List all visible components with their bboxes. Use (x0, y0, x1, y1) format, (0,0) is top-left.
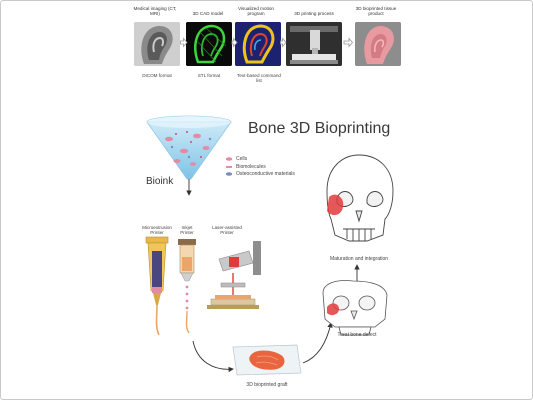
motion-program-image (235, 22, 281, 66)
maturation-label: Maturation and integration (329, 256, 389, 262)
step-3-format: Text-based command list (237, 73, 281, 84)
legend-biomolecules: Biomolecules (236, 164, 266, 170)
laser-assisted-printer-illustration (207, 241, 261, 309)
cad-model-image (186, 22, 232, 66)
bioprinted-graft (232, 344, 302, 376)
step-1-format: DICOM format (142, 73, 172, 78)
arrow-to-graft (192, 340, 234, 373)
pipeline-arrows (180, 37, 354, 48)
step-2-title: 3D CAD model (192, 11, 224, 16)
bioink-legend (225, 157, 233, 176)
laser-assisted-label: Laser-assisted Printer (212, 225, 242, 236)
skull-maturation-illustration (326, 154, 394, 242)
step-5-title: 3D bioprinted tissue product (355, 6, 397, 17)
legend-cells: Cells (236, 156, 248, 162)
legend-osteoconductive: Osteoconductive materials (236, 171, 295, 177)
ct-scan-image (134, 22, 180, 66)
diagram-title: Bone 3D Bioprinting (248, 120, 391, 137)
arrow-to-defect (302, 322, 333, 364)
bioink-label: Bioink (146, 176, 174, 187)
microextrusion-printer-illustration (145, 236, 169, 336)
microextrusion-label: Microextrusion Printer (142, 225, 172, 236)
bioink-funnel (146, 115, 232, 196)
defect-label: Treat bone defect (337, 332, 377, 338)
skull-defect-illustration (322, 280, 388, 336)
graft-label: 3D bioprinted graft (246, 382, 288, 388)
step-1-title: Medical imaging (CT, MRI) (133, 6, 177, 17)
tissue-product-image (355, 22, 401, 66)
inkjet-label: Inkjet Printer (180, 225, 194, 236)
step-2-format: STL format (197, 73, 221, 78)
step-3-title: Visualized motion program (238, 6, 274, 17)
inkjet-printer-illustration (178, 239, 196, 334)
printing-process-image (286, 22, 342, 66)
step-4-title: 3D printing process (294, 11, 334, 16)
